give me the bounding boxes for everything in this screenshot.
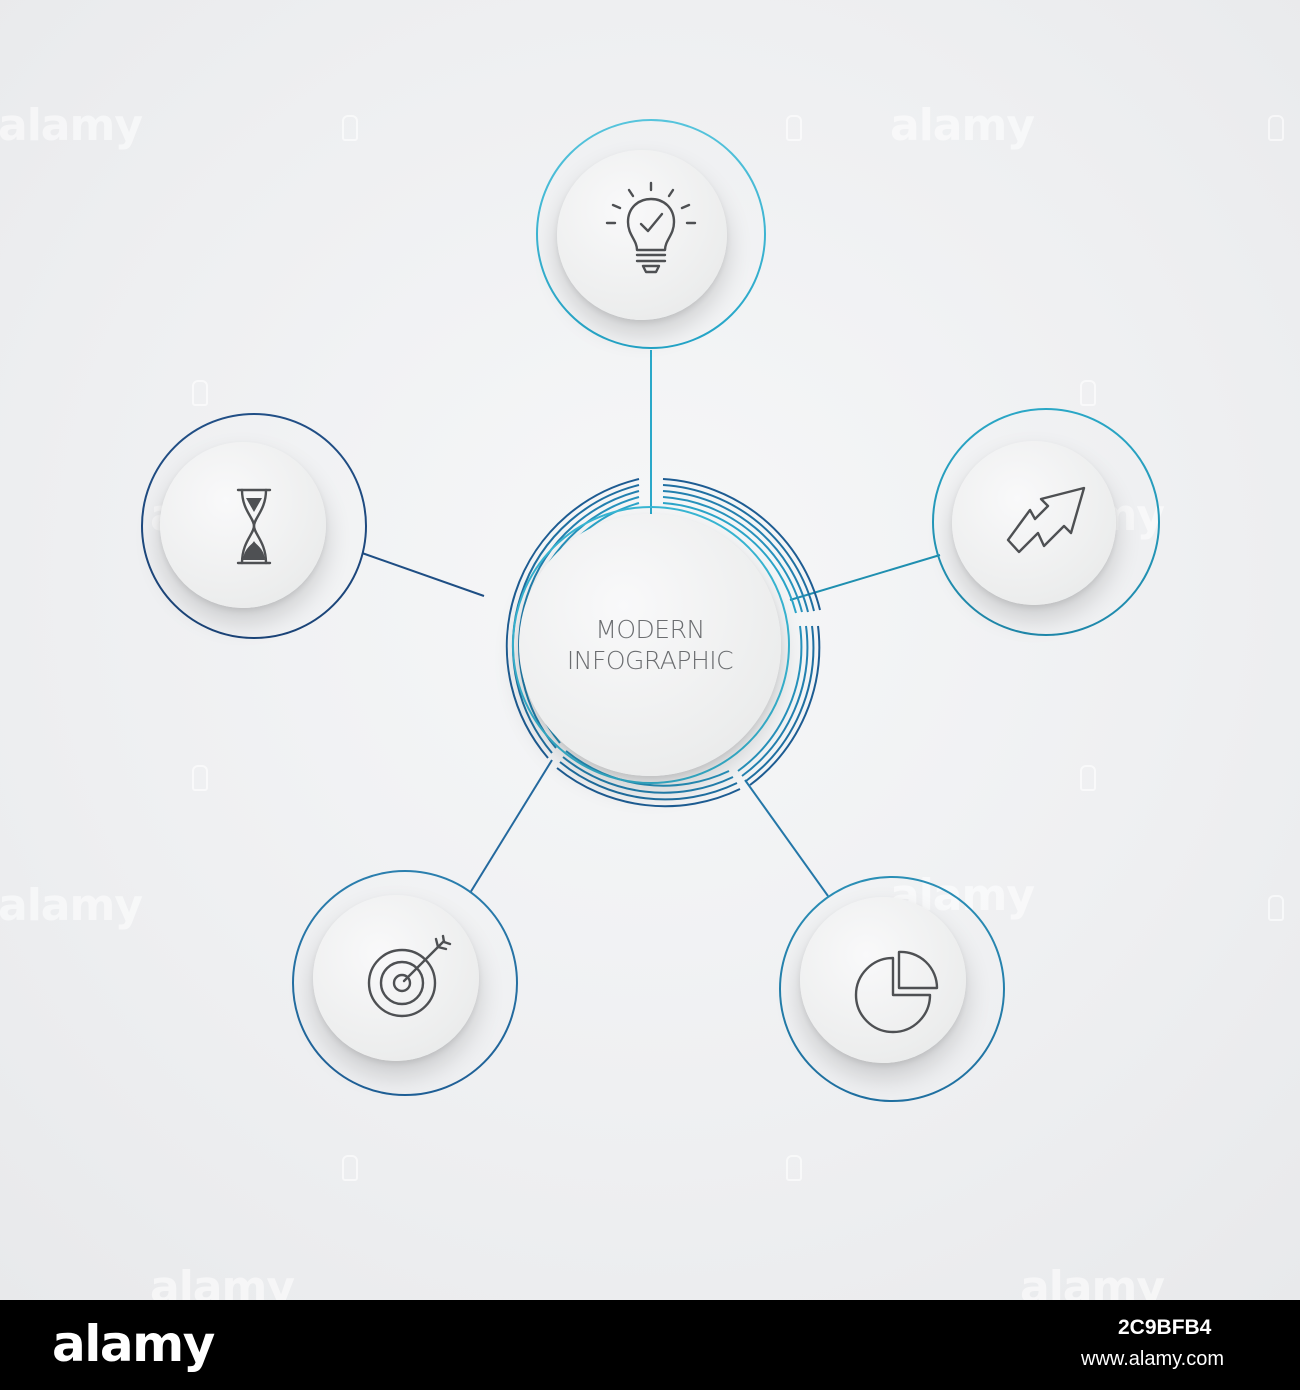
watermark-glyph xyxy=(1268,895,1284,921)
node-left-ring xyxy=(141,413,367,639)
watermark-glyph xyxy=(342,115,358,141)
watermark-glyph xyxy=(192,380,208,406)
center-title-line-2: INFOGRAPHIC xyxy=(566,646,734,675)
connector-bottom-left xyxy=(469,759,553,894)
watermark-text: alamy xyxy=(1020,1262,1165,1300)
node-right xyxy=(952,441,1116,605)
connector-graphics xyxy=(141,119,1160,1102)
footer-logo: alamy xyxy=(52,1315,215,1373)
watermark-glyph xyxy=(786,1155,802,1181)
infographic-canvas: alamy alamy alamy alamy alamy alamy alam… xyxy=(0,0,1300,1300)
node-top xyxy=(557,150,727,320)
connector-left xyxy=(361,552,485,597)
footer-bar: alamy 2C9BFB4 www.alamy.com xyxy=(0,1300,1300,1390)
footer-image-id: 2C9BFB4 xyxy=(1118,1316,1212,1339)
watermark-text: alamy xyxy=(0,880,143,931)
node-bottom-right xyxy=(800,897,966,1063)
center-inner-ring xyxy=(512,506,790,784)
node-right-ring xyxy=(932,408,1160,636)
watermark-text: alamy xyxy=(150,1262,295,1300)
node-bottom-left-ring xyxy=(292,870,518,1096)
node-left xyxy=(160,442,326,608)
watermark-glyph xyxy=(192,765,208,791)
center-circle xyxy=(519,514,781,776)
watermark-glyph xyxy=(342,1155,358,1181)
connector-bottom-right xyxy=(744,779,829,897)
center-title-line-1: MODERN xyxy=(595,615,705,644)
node-top-ring xyxy=(536,119,766,349)
center-title: MODERN INFOGRAPHIC xyxy=(520,614,780,676)
connector-right xyxy=(789,554,941,601)
watermark-glyph xyxy=(1080,765,1096,791)
watermark-glyph xyxy=(786,115,802,141)
footer-url: www.alamy.com xyxy=(1081,1348,1224,1370)
watermark-text: alamy xyxy=(0,100,143,151)
watermark-glyph xyxy=(1080,380,1096,406)
watermark-text: alamy xyxy=(890,100,1035,151)
node-bottom-left xyxy=(313,895,479,1061)
watermark-glyph xyxy=(1268,115,1284,141)
node-bottom-right-ring xyxy=(779,876,1005,1102)
